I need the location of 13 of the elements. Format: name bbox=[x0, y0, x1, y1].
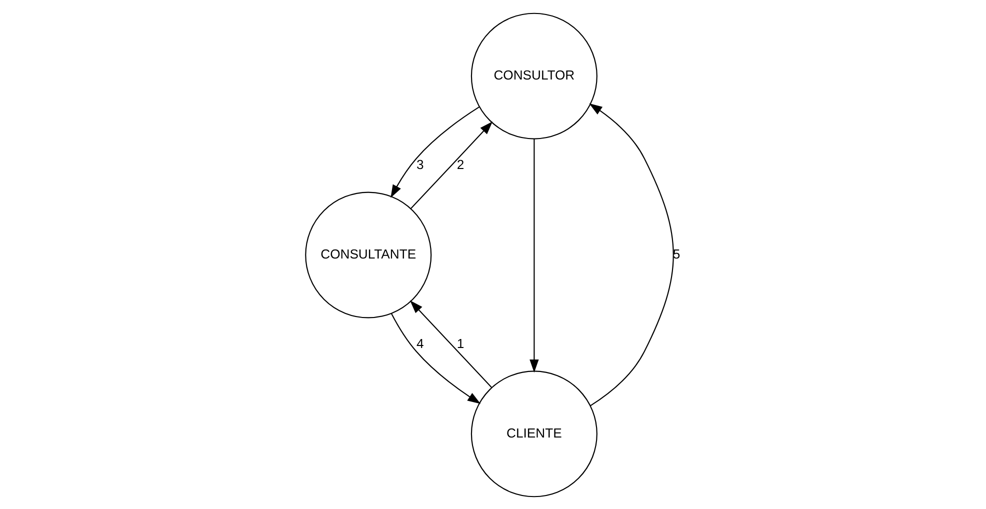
arrow bbox=[410, 121, 493, 208]
arrow bbox=[390, 312, 481, 404]
node-circle: CONSULTOR bbox=[470, 12, 598, 139]
edge-label: 4 bbox=[416, 335, 424, 350]
arrow bbox=[410, 300, 492, 388]
arrow bbox=[390, 106, 480, 198]
edge-label: 2 bbox=[456, 156, 464, 172]
edge-label: 3 bbox=[416, 156, 424, 172]
node-circle: CLIENTE bbox=[470, 370, 598, 497]
arrow bbox=[530, 138, 539, 372]
edge-label: 1 bbox=[456, 335, 464, 350]
node-circle: CONSULTANTE bbox=[305, 191, 432, 318]
arrow bbox=[589, 102, 674, 406]
